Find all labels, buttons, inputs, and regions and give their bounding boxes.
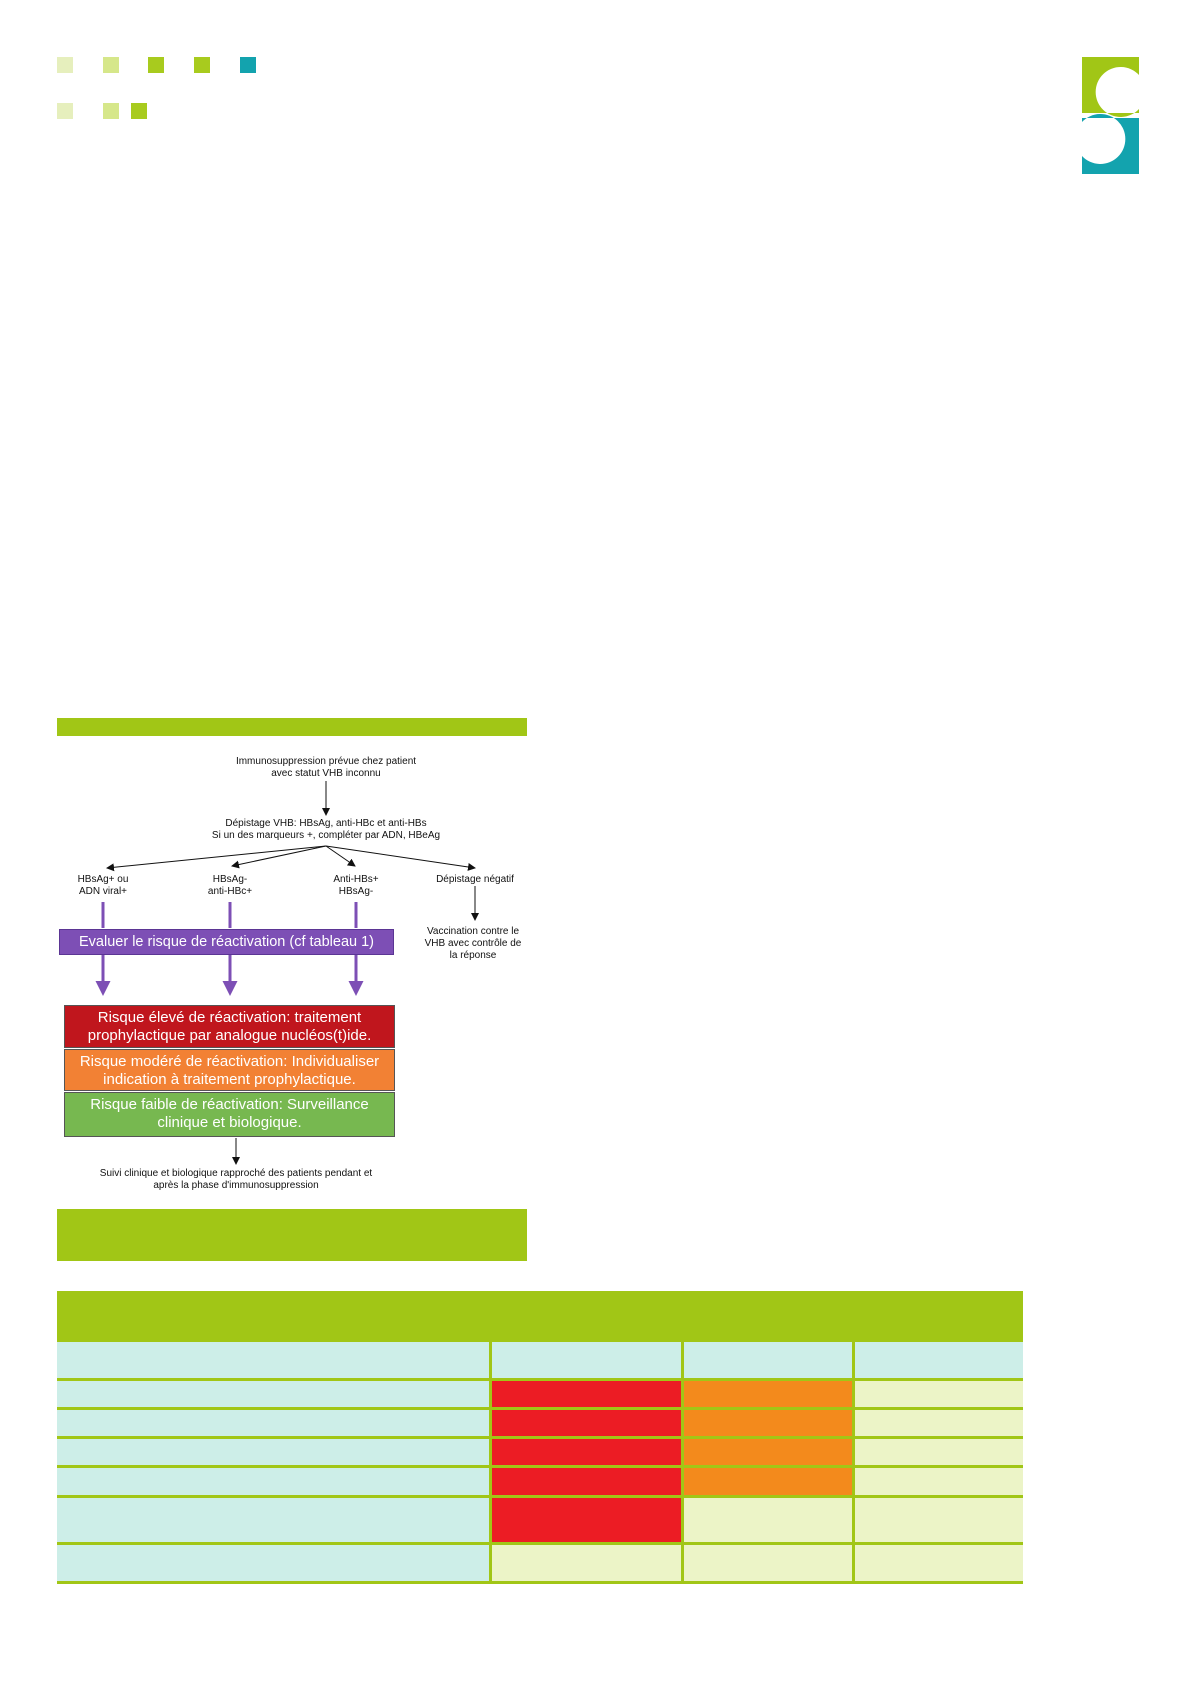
flow-text-line: Suivi clinique et biologique rapproché d… xyxy=(99,1168,373,1179)
table-cell xyxy=(684,1342,855,1378)
flow-text-line: HBsAg- xyxy=(212,874,248,885)
table-cell xyxy=(684,1381,855,1407)
risk-moderate-box: Risque modéré de réactivation: Individua… xyxy=(64,1049,395,1091)
table-cell xyxy=(57,1342,492,1378)
table-cell xyxy=(684,1410,855,1436)
table-row xyxy=(57,1381,1023,1410)
table-cell xyxy=(57,1468,492,1495)
table-cell xyxy=(855,1545,1023,1581)
table-cell xyxy=(855,1410,1023,1436)
flow-start-node: Immunosuppression prévue chez patient av… xyxy=(206,756,446,780)
risk-text-line: prophylactique par analogue nucléos(t)id… xyxy=(87,1027,372,1044)
table-cell xyxy=(855,1498,1023,1542)
table-cell xyxy=(57,1410,492,1436)
flow-text-line: la réponse xyxy=(449,950,497,961)
table-cell xyxy=(492,1439,684,1465)
evaluate-risk-box: Evaluer le risque de réactivation (cf ta… xyxy=(59,929,394,955)
table-cell xyxy=(855,1342,1023,1378)
table-cell xyxy=(57,1498,492,1542)
flow-screening-node: Dépistage VHB: HBsAg, anti-HBc et anti-H… xyxy=(196,818,456,842)
brand-logo-icon xyxy=(1082,57,1139,174)
table-cell xyxy=(57,1439,492,1465)
flow-text-line: Vaccination contre le xyxy=(426,926,520,937)
flow-text-line: anti-HBc+ xyxy=(207,886,253,897)
table-cell xyxy=(57,1545,492,1581)
risk-text-line: Risque faible de réactivation: Surveilla… xyxy=(90,1096,369,1113)
table-cell xyxy=(855,1381,1023,1407)
table-cell xyxy=(492,1381,684,1407)
table-row xyxy=(57,1439,1023,1468)
flow-branch-antihbc: HBsAg- anti-HBc+ xyxy=(190,874,270,898)
table-cell xyxy=(684,1439,855,1465)
figure-header-bar xyxy=(57,718,527,736)
flow-text-line: après la phase d'immunosuppression xyxy=(153,1180,319,1191)
decor-square xyxy=(148,57,164,73)
risk-text-line: clinique et biologique. xyxy=(157,1114,302,1131)
flow-text-line: Immunosuppression prévue chez patient xyxy=(235,756,417,767)
table-cell xyxy=(492,1468,684,1495)
table-cell xyxy=(492,1498,684,1542)
table-row xyxy=(57,1410,1023,1439)
flow-text-line: VHB avec contrôle de xyxy=(424,938,522,949)
table-row xyxy=(57,1468,1023,1498)
flow-vaccination-node: Vaccination contre le VHB avec contrôle … xyxy=(420,926,526,962)
figure-caption-bar xyxy=(57,1209,527,1261)
flow-text-line: Dépistage VHB: HBsAg, anti-HBc et anti-H… xyxy=(225,818,427,829)
decor-square xyxy=(240,57,256,73)
risk-text-line: Risque modéré de réactivation: Individua… xyxy=(79,1053,380,1070)
decor-square xyxy=(57,103,73,119)
table-cell xyxy=(57,1381,492,1407)
table-cell xyxy=(684,1498,855,1542)
flow-text-line: Anti-HBs+ xyxy=(333,874,379,885)
risk-table xyxy=(57,1291,1023,1584)
flow-branch-hbsag-pos: HBsAg+ ou ADN viral+ xyxy=(63,874,143,898)
table-header-row xyxy=(57,1342,1023,1381)
table-cell xyxy=(492,1342,684,1378)
decor-square xyxy=(103,57,119,73)
table-cell xyxy=(492,1410,684,1436)
table-row xyxy=(57,1545,1023,1584)
decor-square xyxy=(103,103,119,119)
risk-text-line: indication à traitement prophylactique. xyxy=(103,1071,356,1088)
decor-square xyxy=(57,57,73,73)
flow-branch-antihbs: Anti-HBs+ HBsAg- xyxy=(316,874,396,898)
flow-text-line: Si un des marqueurs +, compléter par ADN… xyxy=(211,830,441,841)
flow-text-line: Dépistage négatif xyxy=(436,874,514,885)
flow-branch-negative: Dépistage négatif xyxy=(425,874,525,886)
table-cell xyxy=(855,1439,1023,1465)
table-row xyxy=(57,1498,1023,1545)
flow-text-line: ADN viral+ xyxy=(78,886,128,897)
risk-text-line: Risque élevé de réactivation: traitement xyxy=(97,1009,362,1026)
table-cell xyxy=(855,1468,1023,1495)
table-cell xyxy=(492,1545,684,1581)
table-cell xyxy=(684,1468,855,1495)
flow-text-line: avec statut VHB inconnu xyxy=(271,768,381,779)
flow-text-line: HBsAg+ ou xyxy=(77,874,129,885)
decor-square xyxy=(131,103,147,119)
decor-square xyxy=(194,57,210,73)
table-cell xyxy=(684,1545,855,1581)
table-title-bar xyxy=(57,1291,1023,1342)
flowchart-connectors xyxy=(95,781,479,1165)
flow-text-line: HBsAg- xyxy=(338,886,374,897)
risk-low-box: Risque faible de réactivation: Surveilla… xyxy=(64,1092,395,1137)
flow-followup-node: Suivi clinique et biologique rapproché d… xyxy=(86,1168,386,1192)
risk-high-box: Risque élevé de réactivation: traitement… xyxy=(64,1005,395,1048)
